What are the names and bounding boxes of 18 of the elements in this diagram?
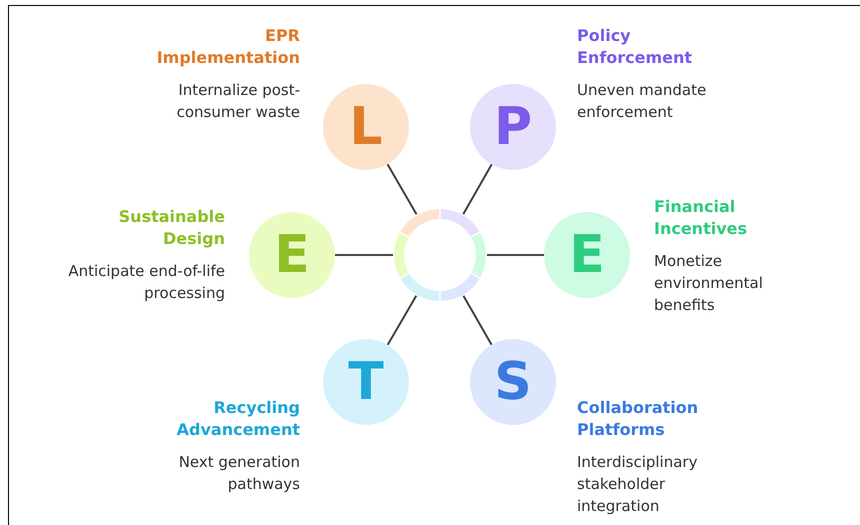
category-title: Sustainable Design: [118, 206, 225, 250]
connector-line: [386, 164, 418, 215]
category-title: Financial Incentives: [654, 196, 748, 240]
category-title: Collaboration Platforms: [577, 397, 700, 441]
connector-line: [462, 164, 493, 215]
category-description: Next generation pathways: [178, 452, 300, 495]
category-title: Recycling Advancement: [176, 397, 300, 441]
connector-line: [335, 254, 393, 256]
category-description: Anticipate end-of-life processing: [67, 261, 225, 304]
category-title: EPR Implementation: [156, 25, 300, 69]
connector-line: [487, 254, 544, 256]
category-description: Monetize environmental benefits: [654, 251, 764, 316]
category-title: Policy Enforcement: [577, 25, 694, 69]
category-description: Uneven mandate enforcement: [577, 80, 708, 123]
connector-line: [386, 295, 418, 346]
category-description: Interdisciplinary stakeholder integration: [577, 452, 698, 517]
connector-line: [462, 295, 492, 346]
category-description: Internalize post-consumer waste: [176, 80, 300, 123]
